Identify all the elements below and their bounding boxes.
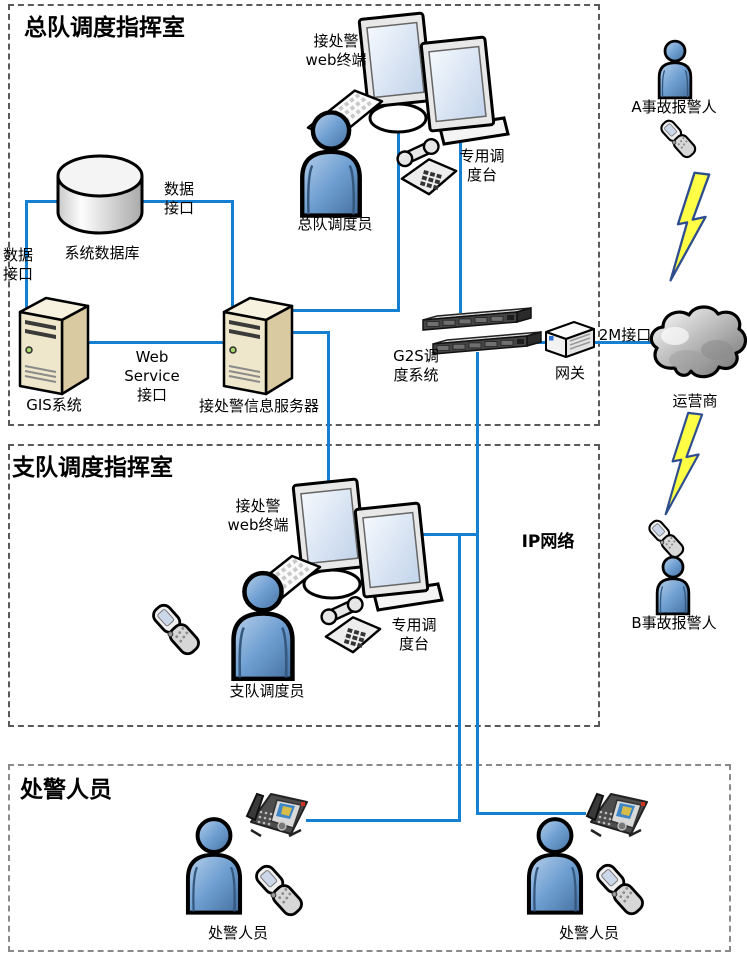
console-corps-label: 专用调 度台 [459,147,505,185]
database-label: 系统数据库 [64,244,140,262]
connector-server-det-v [327,331,330,487]
corps-room-title: 总队调度指挥室 [24,15,185,41]
gis-server-tower-icon [16,290,92,398]
det-dispatcher-person-icon [222,566,304,684]
connector-gis-infoserver [86,341,224,344]
connector-det-field-v [458,533,461,822]
dispatcher-corps-label: 总队调度员 [297,215,373,233]
connector-server-monitor-v [397,118,400,312]
connector-det-monitor-h [408,533,479,536]
caller-b-label: B事故报警人 [631,614,717,632]
connector-server-monitor-h [286,309,400,312]
caller-b-person-icon [648,554,698,616]
2m-interface-label: 2M接口 [598,326,652,344]
gis-system-label: GIS系统 [26,396,82,414]
lightning-a-icon [666,156,712,298]
info-server-tower-icon [220,290,296,398]
responder-right-mobile-icon [587,858,655,924]
database-icon [50,150,150,242]
dual-monitor-det-icon [290,476,444,616]
rack-server-icon [417,306,542,362]
responders-title: 处警人员 [20,777,112,803]
data-interface-left-label: 数据 接口 [3,246,34,284]
gateway-icon [543,320,597,360]
web-terminal-corps-label: 接处警 web终端 [305,32,367,70]
connector-rack-field-v [476,352,479,815]
gateway-label: 网关 [554,364,585,382]
dispatcher-det-label: 支队调度员 [229,682,305,700]
connector-gateway-cloud [591,341,655,344]
caller-b-mobile-icon [640,516,694,564]
dual-monitor-icon [356,10,510,150]
connector-server-det-h [292,331,330,334]
caller-a-mobile-icon [652,116,706,164]
responder-right-person-icon [517,814,593,916]
det-mobile-icon [143,596,211,666]
cloud-icon [645,298,747,390]
connector-db-right [140,200,233,203]
desk-phone-det-icon [320,596,384,658]
connector-field-right-h [476,812,586,815]
g2s-system-label: G2S调 度系统 [393,347,439,385]
responder-left-mobile-icon [246,860,314,924]
responder-left-label: 处警人员 [207,924,268,942]
desk-phone-icon [396,138,460,200]
data-interface-right-label: 数据 接口 [164,180,195,218]
carrier-label: 运营商 [672,392,718,410]
caller-a-label: A事故报警人 [631,98,717,116]
detachment-room-box [8,444,600,727]
connector-field-left-h [306,819,460,822]
info-server-label: 接处警信息服务器 [198,397,319,415]
ip-phone-left-icon [243,786,313,840]
connector-db-infoserver [231,200,234,310]
connector-monitor-rack [459,143,462,313]
console-det-label: 专用调 度台 [391,616,437,654]
web-service-label: Web Service 接口 [124,348,180,405]
responder-right-label: 处警人员 [558,924,619,942]
lightning-b-icon [658,411,708,516]
connector-db-gis [25,200,28,318]
ip-phone-right-icon [583,786,653,840]
responder-left-person-icon [176,814,252,916]
web-terminal-det-label: 接处警 web终端 [227,497,289,535]
detachment-room-title: 支队调度指挥室 [12,455,173,481]
corps-room-box [8,4,600,426]
ip-network-label: IP网络 [521,532,575,552]
responders-box [8,764,731,952]
caller-a-person-icon [650,38,700,100]
connector-db-left [26,200,60,203]
corps-dispatcher-person-icon [291,106,371,220]
